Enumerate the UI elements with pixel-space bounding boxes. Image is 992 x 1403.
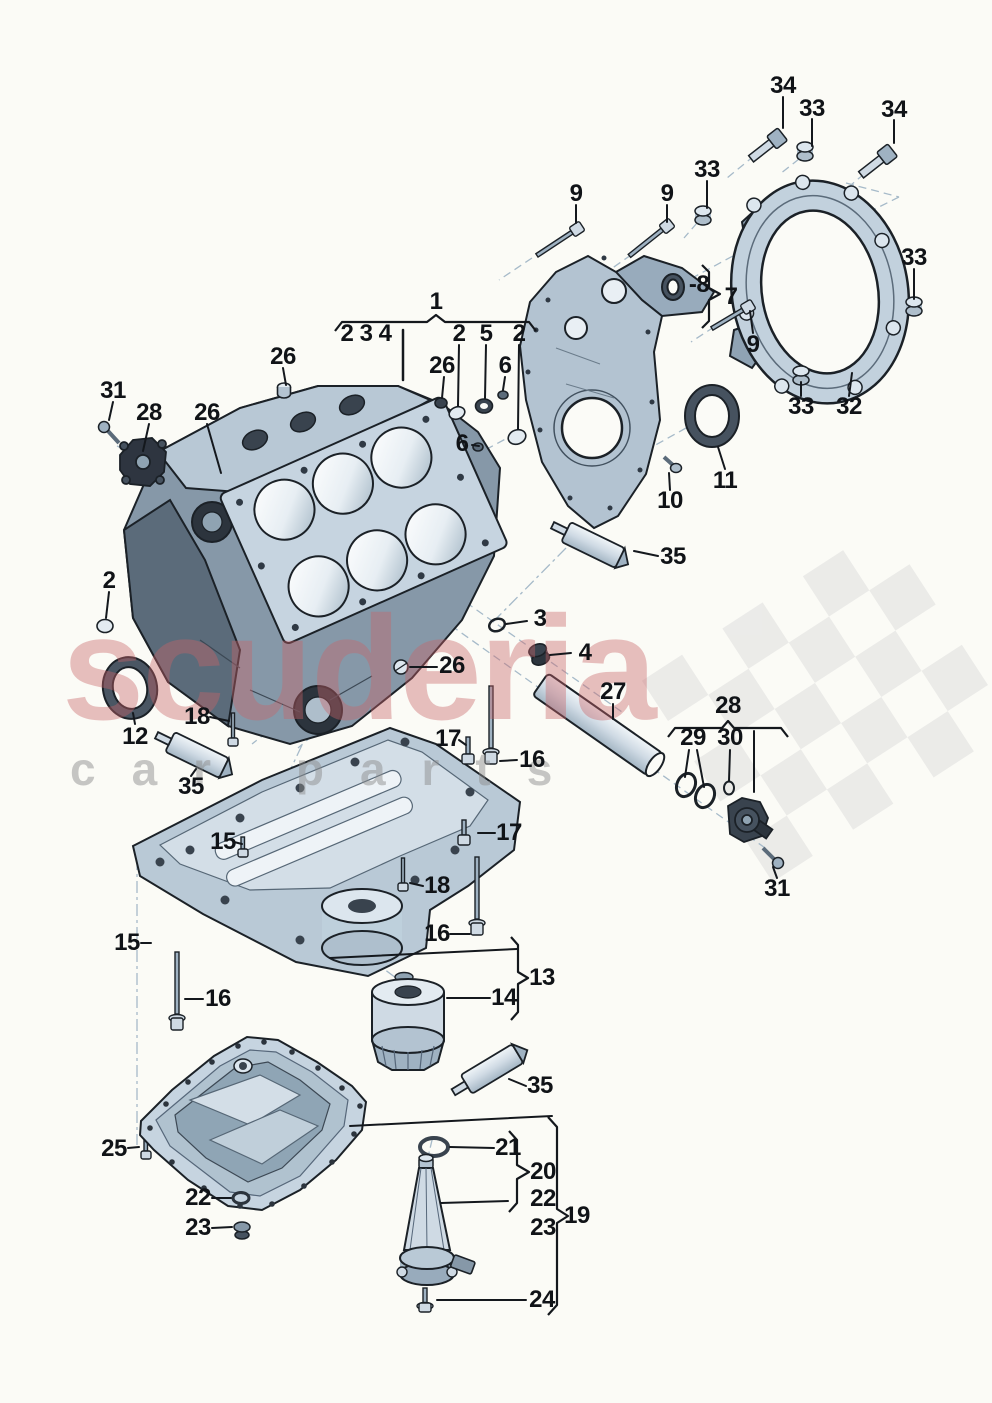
sensor-28-left-art	[119, 437, 167, 487]
part-callout-17-41: 17	[496, 819, 522, 846]
part-callout-23-55: 23	[185, 1214, 211, 1241]
part-callout-19-57: 19	[564, 1202, 590, 1229]
part-callout-35-33: 35	[178, 773, 204, 800]
part-callout-7-8: 7	[724, 283, 738, 310]
part-callout-12-31: 12	[122, 723, 148, 750]
sealant-tube-35-left-art	[153, 730, 234, 780]
engine-block-art	[122, 385, 508, 746]
part-callout-34-0: 34	[770, 72, 796, 99]
part-callout-17-39: 17	[435, 725, 461, 752]
seal-11-art	[684, 384, 740, 448]
pump-28-right-art	[727, 797, 774, 843]
bolt-31-right-art	[761, 846, 785, 870]
part-callout-31-18: 31	[100, 377, 126, 404]
part-callout-16-48: 16	[205, 985, 231, 1012]
sealant-tube-35-mid-art	[549, 520, 630, 570]
seal-12-art	[101, 656, 159, 720]
bolt-31-left-art	[97, 420, 121, 445]
part-callout-15-42: 15	[210, 828, 236, 855]
part-callout-2-3-4-11: 2 3 4	[340, 320, 392, 347]
part-callout-32-25: 32	[836, 393, 862, 420]
part-callout-16-44: 16	[424, 920, 450, 947]
dowel-tube-27-art	[533, 673, 666, 778]
part-callout-18-32: 18	[184, 703, 210, 730]
part-callout-26-15: 26	[429, 352, 455, 379]
part-callout-18-43: 18	[424, 872, 450, 899]
part-callout-22-54: 22	[530, 1185, 556, 1212]
part-callout-2-12: 2	[452, 320, 466, 347]
part-callout-33-3: 33	[694, 156, 720, 183]
upper-sump-art	[131, 726, 522, 978]
part-callout-34-2: 34	[881, 96, 907, 123]
seal-flange-art	[728, 174, 911, 405]
part-callout-6-21: 6	[455, 430, 469, 457]
part-callout-6-16: 6	[498, 352, 512, 379]
part-callout-28-19: 28	[136, 399, 162, 426]
sealant-tube-35-bottom-art	[450, 1042, 529, 1097]
part-callout-35-26: 35	[660, 543, 686, 570]
part-callout-33-1: 33	[799, 95, 825, 122]
part-callout-1-10: 1	[429, 288, 443, 315]
part-callout-15-47: 15	[114, 929, 140, 956]
part-callout-20-52: 20	[530, 1158, 556, 1185]
lower-pan-art	[138, 1035, 368, 1212]
part-callout-35-49: 35	[527, 1072, 553, 1099]
part-callout-22-53: 22	[185, 1184, 211, 1211]
part-callout-4-29: 4	[578, 639, 592, 666]
orings-29-30-art	[674, 771, 735, 810]
part-callout-16-40: 16	[519, 746, 545, 773]
part-callout-26-20: 26	[194, 399, 220, 426]
seal-8-art	[661, 273, 685, 301]
part-callout-21-51: 21	[495, 1134, 521, 1161]
part-callout-10-22: 10	[657, 487, 683, 514]
part-callout-30-37: 30	[717, 724, 743, 751]
part-callout-25-50: 25	[101, 1135, 127, 1162]
bolts-vertical-art	[140, 685, 500, 1313]
part-callout-9-5: 9	[660, 180, 674, 207]
part-callout-26-17: 26	[270, 343, 296, 370]
oil-level-sensor-art	[396, 1153, 476, 1286]
part-callout-24-58: 24	[529, 1286, 555, 1313]
part-callout-3-28: 3	[533, 605, 547, 632]
timing-cover-art	[518, 254, 716, 530]
part-callout-33-24: 33	[788, 393, 814, 420]
part-callout-11-23: 11	[712, 467, 738, 494]
part-callout-9-4: 9	[569, 180, 583, 207]
part-callout-2-14: 2	[512, 320, 526, 347]
part-callout-28-35: 28	[715, 692, 741, 719]
part-callout--8-7: -8	[688, 271, 710, 298]
bolts-34-art	[747, 127, 898, 179]
bolt-10-art	[662, 455, 683, 474]
group-brackets	[334, 264, 789, 1316]
part-callout-2-27: 2	[102, 567, 116, 594]
bolts-9-art	[534, 218, 756, 332]
nuts-33-art	[694, 141, 923, 386]
part-callout-29-36: 29	[680, 724, 706, 751]
part-callout-23-56: 23	[530, 1214, 556, 1241]
part-callout-26-30: 26	[439, 652, 465, 679]
part-callout-14-46: 14	[491, 984, 517, 1011]
part-callout-9-9: 9	[746, 331, 760, 358]
part-callout-5-13: 5	[479, 320, 493, 347]
part-callout-27-34: 27	[600, 678, 626, 705]
small-plugs-art	[96, 382, 551, 675]
part-callout-33-6: 33	[901, 244, 927, 271]
part-callout-31-38: 31	[764, 875, 790, 902]
part-callout-13-45: 13	[529, 964, 555, 991]
oil-filter-art	[371, 971, 445, 1071]
drain-hardware-art	[231, 1136, 450, 1240]
